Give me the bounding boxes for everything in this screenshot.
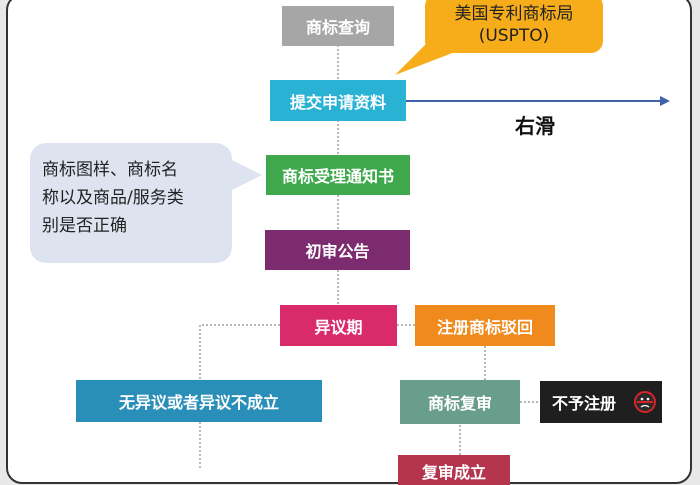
no-opposition-label: 无异议或者异议不成立 xyxy=(118,393,279,412)
uspto-callout-line2: (USPTO) xyxy=(478,26,550,46)
right-arrow-head xyxy=(660,96,670,106)
sad-face-icon xyxy=(634,391,656,413)
trademark-review-label: 商标复审 xyxy=(427,394,492,413)
check-callout-line2: 称以及商品/服务类 xyxy=(42,188,184,208)
opposition-period-label: 异议期 xyxy=(314,317,363,337)
acceptance-notice-node: 商标受理通知书 xyxy=(266,155,410,195)
review-established-node: 复审成立 xyxy=(398,455,510,485)
not-registered-node: 不予注册 xyxy=(540,381,662,423)
trademark-search-node: 商标查询 xyxy=(282,6,394,46)
uspto-callout-line1: 美国专利商标局 xyxy=(454,4,574,24)
swipe-right-label: 右滑 xyxy=(515,114,555,138)
trademark-search-label: 商标查询 xyxy=(305,18,370,37)
submit-application-node: 提交申请资料 xyxy=(270,80,406,121)
uspto-callout: 美国专利商标局 (USPTO) xyxy=(425,0,603,53)
preliminary-announcement-node: 初审公告 xyxy=(265,230,410,270)
preliminary-announcement-label: 初审公告 xyxy=(305,242,370,261)
opposition-period-node: 异议期 xyxy=(280,305,397,346)
review-established-label: 复审成立 xyxy=(421,463,486,482)
submit-application-label: 提交申请资料 xyxy=(289,92,386,112)
check-callout-line1: 商标图样、商标名 xyxy=(42,160,178,180)
flowchart: 商标查询 美国专利商标局 (USPTO) 提交申请资料 右滑 商标受理通知书 商… xyxy=(6,0,692,485)
application-check-callout: 商标图样、商标名 称以及商品/服务类 别是否正确 xyxy=(30,143,232,263)
check-callout-line3: 别是否正确 xyxy=(42,216,127,236)
acceptance-notice-label: 商标受理通知书 xyxy=(281,167,394,186)
not-registered-label: 不予注册 xyxy=(552,394,617,413)
trademark-review-node: 商标复审 xyxy=(400,380,520,424)
registration-rejected-label: 注册商标驳回 xyxy=(436,317,533,337)
no-opposition-node: 无异议或者异议不成立 xyxy=(76,380,322,422)
registration-rejected-node: 注册商标驳回 xyxy=(415,305,555,346)
check-bubble-tail xyxy=(232,160,262,190)
